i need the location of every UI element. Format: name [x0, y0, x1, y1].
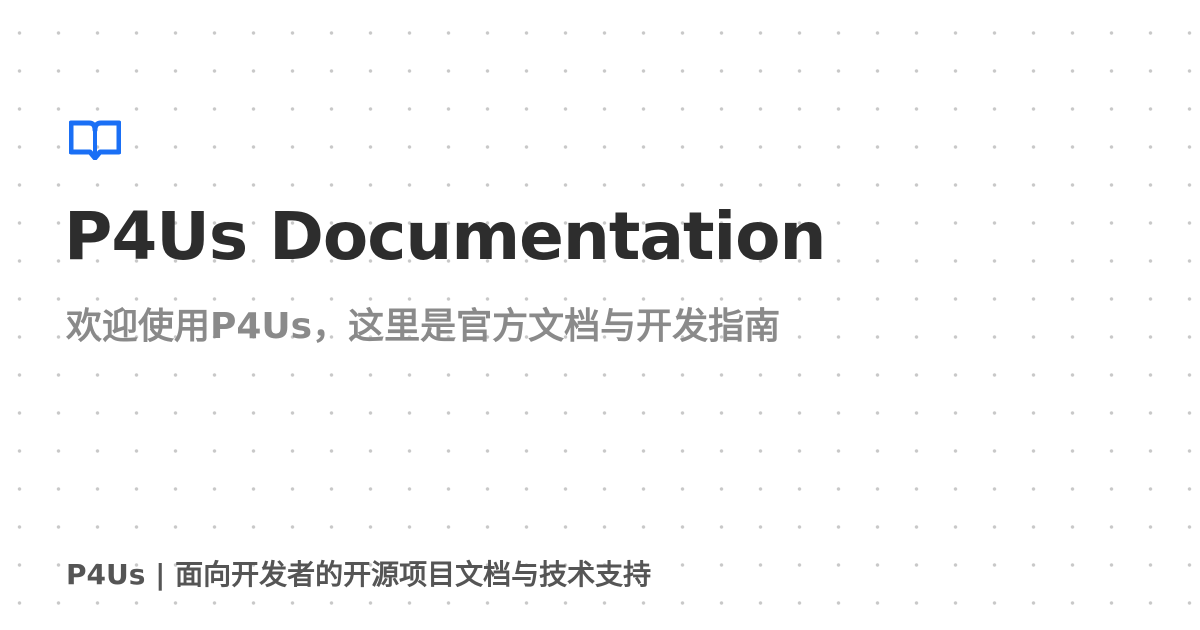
page-subtitle: 欢迎使用P4Us，这里是官方文档与开发指南	[66, 306, 781, 347]
book-open-icon	[69, 120, 121, 160]
site-footer-text: P4Us | 面向开发者的开源项目文档与技术支持	[66, 558, 652, 591]
page-title: P4Us Documentation	[64, 198, 826, 275]
